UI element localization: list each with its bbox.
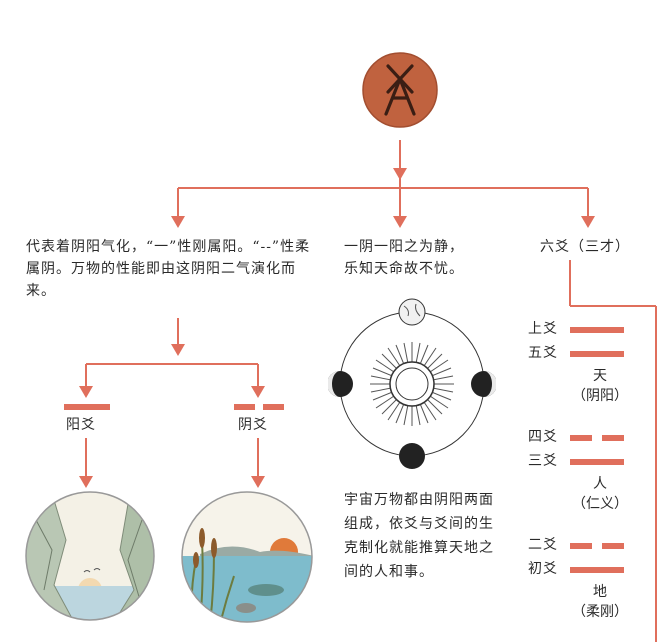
line-label-2: 五爻	[528, 345, 558, 361]
line-label-3: 四爻	[528, 429, 558, 445]
hexagram-line-6	[570, 567, 624, 573]
left-branch-text: 代表着阴阳气化，“一”性刚属阳。“--”性柔属阴。万物的性能即由这阴阳二气演化而…	[26, 239, 311, 299]
line-label-5: 二爻	[528, 537, 558, 553]
yang-line-symbol	[64, 404, 110, 410]
line-label-4: 三爻	[528, 453, 558, 469]
group-heaven: 天 （阴阳）	[570, 366, 630, 406]
hexagram-line-2	[570, 351, 624, 357]
yin-landscape-image	[180, 490, 314, 624]
group-earth: 地 （柔刚）	[570, 582, 630, 622]
hexagram-line-4	[570, 459, 624, 465]
hexagram-line-5	[570, 543, 624, 549]
middle-caption: 宇宙万物都由阴阳两面组成，依爻与爻间的生克制化就能推算天地之间的人和事。	[344, 492, 494, 580]
group-earth-note: （柔刚）	[572, 604, 628, 620]
group-human-note: （仁义）	[572, 496, 628, 512]
yang-label: 阳爻	[66, 417, 96, 433]
cosmic-orbit-diagram	[328, 296, 496, 472]
yin-line-symbol	[234, 404, 284, 410]
yao-coin	[362, 52, 438, 128]
right-branch-title: 六爻（三才）	[540, 239, 630, 255]
line-label-6: 初爻	[528, 561, 558, 577]
hexagram-line-3	[570, 435, 624, 441]
group-human-name: 人	[593, 476, 607, 492]
line-label-1: 上爻	[528, 321, 558, 337]
group-human: 人 （仁义）	[570, 474, 630, 514]
group-heaven-note: （阴阳）	[572, 388, 628, 404]
group-earth-name: 地	[593, 584, 607, 600]
yang-landscape-image	[24, 490, 156, 622]
middle-branch-text: 一阴一阳之为静，乐知天命故不忧。	[344, 239, 464, 277]
hexagram-line-1	[570, 327, 624, 333]
group-heaven-name: 天	[593, 368, 607, 384]
yin-label: 阴爻	[238, 417, 268, 433]
yao-glyph-icon	[362, 52, 438, 128]
